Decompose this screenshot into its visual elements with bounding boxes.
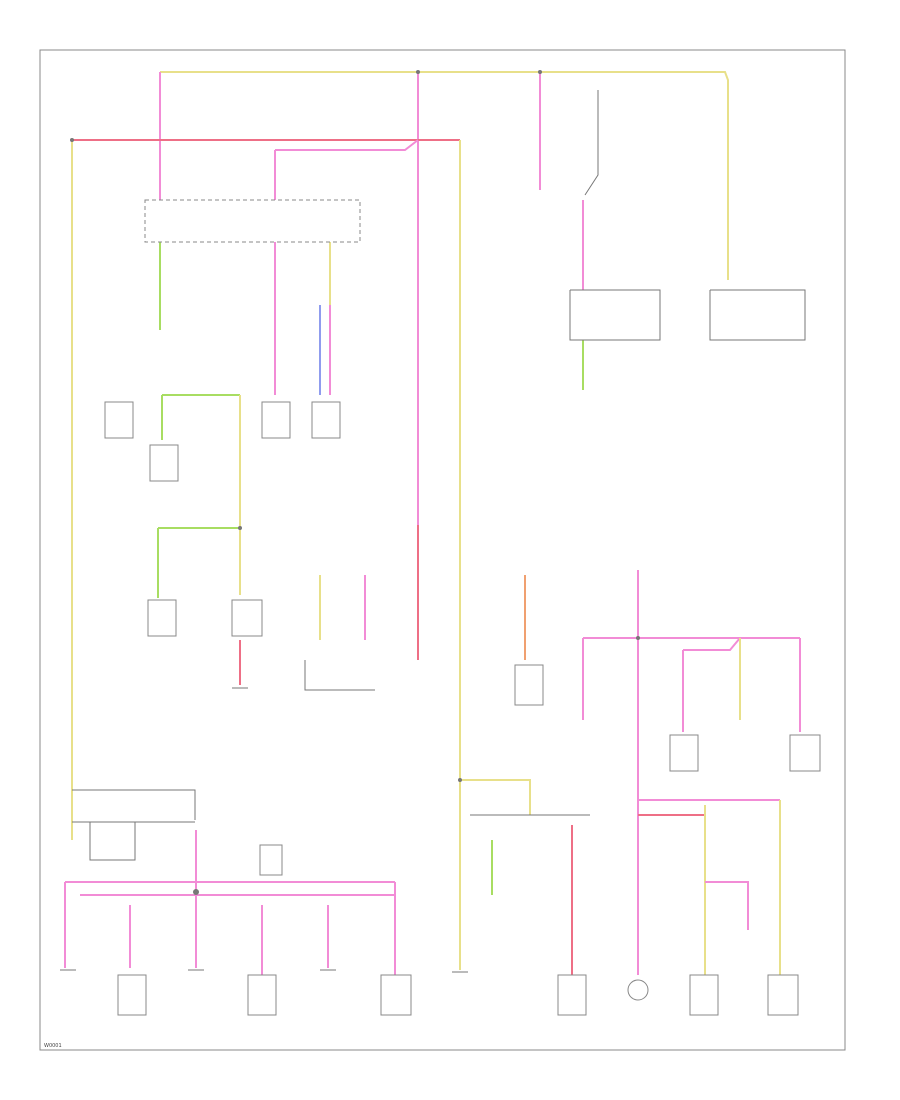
grounds [60,687,468,973]
component-left-4 [231,599,263,637]
conn-right-top [569,289,661,341]
conn-right-top-2 [709,289,806,341]
wire-top-feed-yellow [160,71,729,280]
wires [64,71,801,975]
splice-5 [636,636,640,640]
splice-3 [70,138,74,142]
conn-ground-mid [304,660,375,691]
component-left-1 [104,401,134,439]
component-bottom-5 [689,974,719,1016]
splice-2 [538,70,542,74]
component-bottom-switch [259,844,283,876]
component-middle-1 [261,401,291,439]
splice-1 [416,70,420,74]
component-right-1 [514,664,544,706]
diagram-frame [39,49,846,1051]
splices [70,70,640,895]
conn-top-switch [584,90,599,196]
component-left-3 [147,599,177,637]
footer-code: W0001 [44,1043,62,1049]
component-left-2 [149,444,179,482]
component-right-3 [789,734,821,772]
component-bottom-1 [117,974,147,1016]
wire-pink-trailer [705,881,749,930]
component-bottom-2 [247,974,277,1016]
wire-pink-fuse-feed [275,139,419,151]
fuse-junction-box [144,199,361,243]
components [104,199,821,1016]
wire-yellow-mid-branch [460,779,531,815]
splice-7 [193,889,199,895]
component-bottom-3 [380,974,412,1016]
component-bottom-4 [557,974,587,1016]
splice-4 [458,778,462,782]
component-right-2 [669,734,699,772]
component-bottom-6 [767,974,799,1016]
connector-lines [72,90,806,861]
conn-left-sw [89,822,136,861]
lamp-bottom [627,979,649,1001]
component-middle-2 [311,401,341,439]
conn-left-bus [72,789,196,820]
wire-pink-bus-link [683,637,741,651]
splice-6 [238,526,242,530]
